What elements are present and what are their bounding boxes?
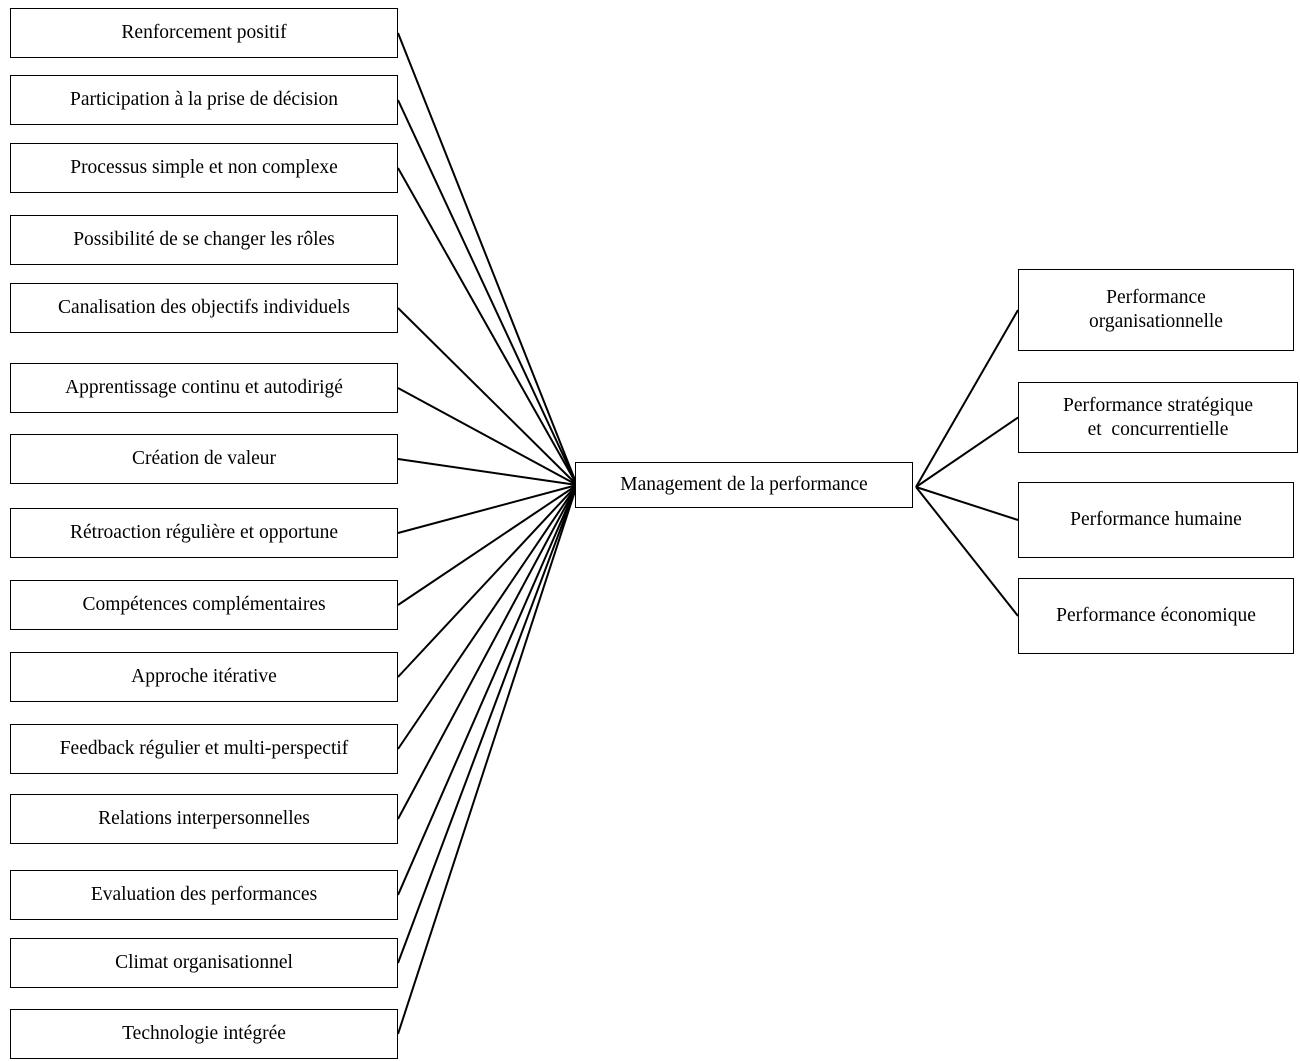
- output-node-label: Performance organisationnelle: [1089, 287, 1223, 332]
- input-node-7[interactable]: Création de valeur: [10, 434, 398, 484]
- connector-input-6: [397, 387, 578, 486]
- connector-input-12: [397, 484, 578, 820]
- input-node-9[interactable]: Compétences complémentaires: [10, 580, 398, 630]
- input-node-3[interactable]: Processus simple et non complexe: [10, 143, 398, 193]
- input-node-label: Création de valeur: [131, 448, 277, 470]
- input-node-10[interactable]: Approche itérative: [10, 652, 398, 702]
- input-node-label: Rétroaction régulière et opportune: [69, 522, 339, 544]
- input-node-4[interactable]: Possibilité de se changer les rôles: [10, 215, 398, 265]
- output-node-4[interactable]: Performance économique: [1018, 578, 1294, 654]
- connector-input-14: [397, 484, 578, 964]
- output-node-3[interactable]: Performance humaine: [1018, 482, 1294, 558]
- connector-output-4: [915, 486, 1019, 617]
- connector-input-3: [397, 167, 578, 486]
- input-node-label: Compétences complémentaires: [82, 594, 326, 616]
- input-node-15[interactable]: Technologie intégrée: [10, 1009, 398, 1059]
- input-node-label: Technologie intégrée: [122, 1023, 286, 1045]
- connector-input-7: [397, 458, 578, 486]
- connector-input-15: [397, 484, 578, 1035]
- connector-input-8: [397, 484, 578, 534]
- connector-input-13: [397, 484, 578, 896]
- input-node-5[interactable]: Canalisation des objectifs individuels: [10, 283, 398, 333]
- input-node-1[interactable]: Renforcement positif: [10, 8, 398, 58]
- connector-input-5: [397, 307, 578, 486]
- input-node-12[interactable]: Relations interpersonnelles: [10, 794, 398, 844]
- center-node[interactable]: Management de la performance: [575, 462, 913, 508]
- input-node-label: Approche itérative: [131, 666, 277, 688]
- connector-input-11: [397, 484, 578, 750]
- input-node-11[interactable]: Feedback régulier et multi-perspectif: [10, 724, 398, 774]
- connector-output-1: [915, 309, 1019, 488]
- input-node-label: Possibilité de se changer les rôles: [73, 229, 335, 251]
- output-node-1[interactable]: Performance organisationnelle: [1018, 269, 1294, 351]
- connector-input-1: [397, 32, 578, 486]
- connector-output-2: [915, 416, 1019, 488]
- input-node-label: Canalisation des objectifs individuels: [58, 297, 350, 319]
- connector-output-3: [915, 486, 1019, 521]
- input-node-14[interactable]: Climat organisationnel: [10, 938, 398, 988]
- connector-input-10: [397, 484, 578, 678]
- input-node-label: Apprentissage continu et autodirigé: [65, 377, 343, 399]
- input-node-label: Participation à la prise de décision: [69, 89, 339, 111]
- connector-input-9: [397, 484, 578, 606]
- output-node-label: Performance humaine: [1070, 509, 1242, 531]
- input-node-2[interactable]: Participation à la prise de décision: [10, 75, 398, 125]
- output-node-label: Performance stratégique et concurrentiel…: [1062, 394, 1254, 440]
- input-node-8[interactable]: Rétroaction régulière et opportune: [10, 508, 398, 558]
- input-node-label: Relations interpersonnelles: [98, 808, 310, 830]
- input-node-label: Processus simple et non complexe: [70, 157, 338, 179]
- input-node-label: Renforcement positif: [121, 22, 287, 44]
- output-node-label: Performance économique: [1056, 605, 1256, 627]
- connector-input-2: [397, 99, 578, 486]
- input-node-label: Evaluation des performances: [90, 884, 318, 906]
- center-node-label: Management de la performance: [620, 474, 868, 496]
- input-node-label: Climat organisationnel: [115, 952, 293, 974]
- input-node-13[interactable]: Evaluation des performances: [10, 870, 398, 920]
- input-node-6[interactable]: Apprentissage continu et autodirigé: [10, 363, 398, 413]
- output-node-2[interactable]: Performance stratégique et concurrentiel…: [1018, 382, 1298, 453]
- input-node-label: Feedback régulier et multi-perspectif: [59, 738, 349, 760]
